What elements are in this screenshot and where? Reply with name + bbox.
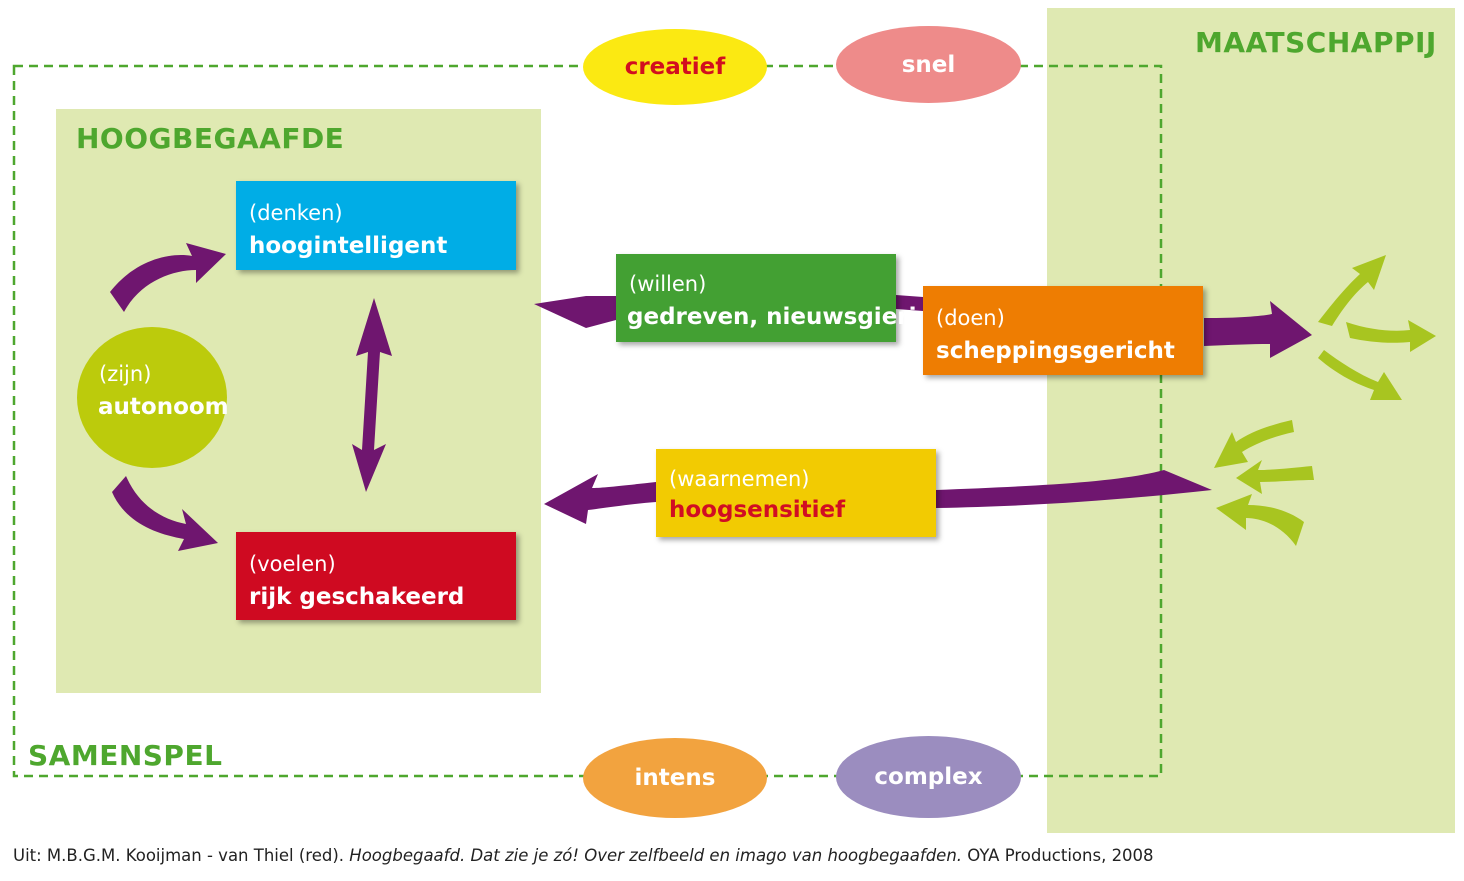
outgoing-arrow-1 — [1318, 255, 1386, 326]
caption-suffix: OYA Productions, 2008 — [962, 846, 1154, 865]
arrow-doen-to-maatschappij — [1204, 301, 1312, 358]
node-denken-sub: (denken) — [249, 201, 343, 225]
node-denken: (denken) hoogintelligent — [236, 181, 516, 270]
trait-creatief-label: creatief — [624, 54, 726, 80]
caption-title: Hoogbegaafd. Dat zie je zó! Over zelfbee… — [349, 846, 963, 865]
arrow-maatschappij-to-waarnemen — [936, 470, 1212, 508]
trait-snel: snel — [836, 26, 1021, 103]
incoming-arrow-1 — [1214, 420, 1294, 468]
node-zijn-sub: (zijn) — [99, 362, 152, 386]
node-waarnemen: (waarnemen) hoogsensitief — [656, 449, 936, 537]
hoogbegaafde-title: HOOGBEGAAFDE — [76, 122, 345, 155]
incoming-arrow-3 — [1216, 494, 1304, 546]
arrow-willen-to-doen — [896, 295, 923, 311]
outgoing-arrow-3 — [1318, 350, 1402, 400]
node-doen-main: scheppingsgericht — [936, 338, 1175, 364]
trait-complex: complex — [836, 736, 1021, 818]
samenspel-dashed-border — [12, 64, 1163, 778]
outgoing-arrow-2 — [1346, 320, 1436, 352]
arrow-zijn-to-voelen — [112, 476, 218, 551]
node-voelen: (voelen) rijk geschakeerd — [236, 532, 516, 620]
node-zijn-main: autonoom — [98, 394, 229, 420]
node-willen-main: gedreven, nieuwsgierig — [627, 304, 933, 330]
node-voelen-sub: (voelen) — [249, 552, 336, 576]
node-waarnemen-main: hoogsensitief — [669, 497, 846, 523]
trait-complex-label: complex — [874, 764, 983, 790]
source-caption: Uit: M.B.G.M. Kooijman - van Thiel (red)… — [13, 846, 1154, 865]
outgoing-arrows — [1318, 255, 1436, 400]
trait-intens: intens — [583, 738, 767, 818]
incoming-arrows — [1214, 420, 1314, 546]
node-zijn: (zijn) autonoom — [77, 327, 229, 468]
maatschappij-panel — [1047, 8, 1455, 833]
arrow-waarnemen-to-hoogbegaafde — [544, 474, 656, 524]
node-doen: (doen) scheppingsgericht — [923, 286, 1203, 375]
trait-intens-label: intens — [634, 765, 716, 791]
node-doen-sub: (doen) — [936, 306, 1005, 330]
arrow-zijn-to-denken — [110, 243, 226, 312]
node-willen-sub: (willen) — [629, 272, 707, 296]
trait-creatief: creatief — [583, 29, 767, 105]
samenspel-title: SAMENSPEL — [28, 739, 223, 772]
caption-prefix: Uit: M.B.G.M. Kooijman - van Thiel (red)… — [13, 846, 350, 865]
node-voelen-main: rijk geschakeerd — [249, 584, 465, 610]
arrow-denken-voelen — [352, 298, 392, 492]
arrow-willen-to-hoogbegaafde — [534, 296, 616, 328]
trait-snel-label: snel — [901, 51, 956, 78]
node-willen: (willen) gedreven, nieuwsgierig — [616, 254, 933, 342]
node-denken-main: hoogintelligent — [249, 233, 448, 259]
maatschappij-title: MAATSCHAPPIJ — [1195, 26, 1437, 59]
node-waarnemen-sub: (waarnemen) — [669, 467, 810, 491]
incoming-arrow-2 — [1236, 460, 1314, 494]
